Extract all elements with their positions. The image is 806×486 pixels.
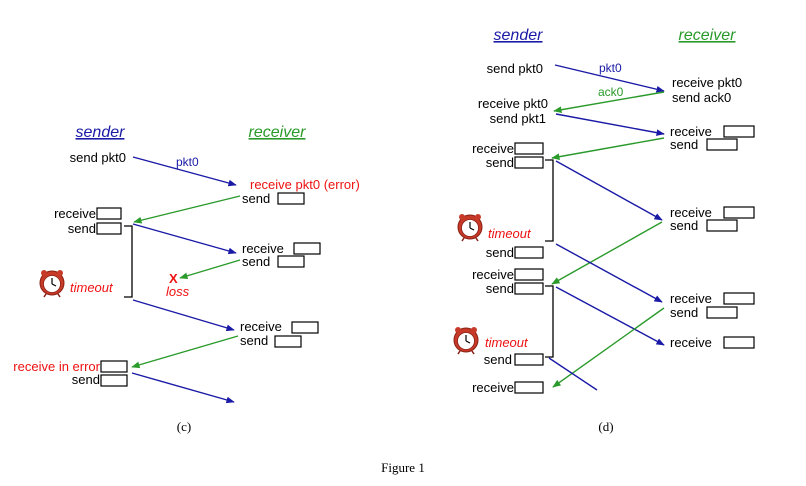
panel-d-sender-receive-1: receive (472, 141, 514, 156)
panel-d-timeout-bracket-1 (545, 159, 554, 242)
panel-d-msg-pkt0: pkt0 (599, 61, 622, 75)
panel-d-receiver-receive-pkt0: receive pkt0 (672, 75, 742, 90)
panel-c-caption: (c) (177, 419, 191, 434)
panel-d-receiver-receive-4-box (723, 336, 755, 349)
panel-d-receiver-receive-3: receive (670, 291, 712, 306)
panel-c-receiver-send-1: send (242, 191, 270, 206)
panel-c-sender-send-2-box (100, 374, 128, 387)
panel-c-sender-receive-1-box (96, 207, 122, 220)
panel-d-sender-receive-2-box (514, 268, 544, 281)
panel-c-receiver-receive-2-box (293, 242, 321, 255)
panel-d-receiver-receive-2-box (723, 206, 755, 219)
panel-d-sender-send-2: send (486, 245, 514, 260)
panel-d-sender-receive-3: receive (472, 380, 514, 395)
panel-d-sender-receive-3-box (514, 381, 544, 394)
panel-c-arrow-resend (132, 223, 237, 255)
panel-d-timeout-2: timeout (485, 335, 529, 350)
panel-d-receiver-receive-2: receive (670, 205, 712, 220)
panel-d-receiver-send-3: send (670, 305, 698, 320)
panel-d-receiver-receive-3-box (723, 292, 755, 305)
panel-c-receiver-receive-2: receive (242, 241, 284, 256)
panel-d-arrow-pkt3-retransmit (548, 357, 598, 391)
panel-c-receiver-receive-3: receive (240, 319, 282, 334)
panel-c-receiver-receive-3-box (291, 321, 319, 334)
panel-c-loss: loss (166, 284, 190, 299)
panel-c-receiver-send-3: send (240, 333, 268, 348)
panel-c-sender-title: sender (76, 124, 126, 141)
panel-c-loss-x: X (169, 271, 178, 286)
panel-c-sender-receive-in-error: receive in error (13, 359, 100, 374)
panel-c-sender-send-1-box (96, 222, 122, 235)
panel-d-sender-send-4: send (484, 352, 512, 367)
panel-c-sender-send-pkt0: send pkt0 (70, 150, 126, 165)
panel-d-receiver-send-2-box (706, 219, 738, 232)
panel-d-receiver-send-ack0: send ack0 (672, 90, 731, 105)
panel-d-receiver-send-2: send (670, 218, 698, 233)
panel-c-sender-receive-1: receive (54, 206, 96, 221)
panel-d-receiver-send-1-box (706, 138, 738, 151)
panel-c-receiver-send-2: send (242, 254, 270, 269)
panel-c-receiver-title: receiver (249, 124, 307, 141)
panel-c-receiver-send-1-box (277, 192, 305, 205)
panel-c-sender-send-1: send (68, 221, 96, 236)
panel-d-sender-send-3-box (514, 282, 544, 295)
panel-d-sender-send-1: send (486, 155, 514, 170)
panel-c-arrow-pkt0 (132, 156, 237, 187)
panel-d-arrow-pkt2-retransmit (555, 243, 663, 303)
panel-d-arrow-pkt2 (555, 160, 663, 221)
panel-d-sender-send-1-box (514, 156, 544, 169)
panel-d-receiver-title: receiver (679, 27, 737, 44)
panel-d-receiver-send-1: send (670, 137, 698, 152)
panel-d-arrow-pkt1 (555, 113, 665, 136)
panel-c-arrow-ack-lost (179, 259, 241, 280)
panel-c-timeout-bracket (124, 225, 133, 298)
panel-c-msg-pkt0: pkt0 (176, 155, 199, 169)
panel-c-arrow-nak (133, 195, 241, 224)
panel-c-sender-receive-in-error-box (100, 360, 128, 373)
panel-d-timeout-bracket-2 (545, 285, 554, 358)
panel-d-sender-receive-pkt0: receive pkt0 (478, 96, 548, 111)
panel-d-receiver-send-3-box (706, 306, 738, 319)
panel-c-sender-send-2: send (72, 372, 100, 387)
panel-c-alarm-clock-icon (39, 269, 65, 298)
panel-c-receiver-send-2-box (277, 255, 305, 268)
panel-d: sender receiver send pkt0 receive pkt0 s… (453, 27, 755, 434)
panel-d-receiver-receive-1-box (723, 125, 755, 138)
panel-c-timeout: timeout (70, 280, 114, 295)
panel-d-sender-send-4-box (514, 353, 544, 366)
panel-d-sender-title: sender (494, 27, 544, 44)
figure-caption: Figure 1 (381, 460, 425, 475)
panel-d-caption: (d) (598, 419, 613, 434)
panel-d-arrow-pkt3 (555, 286, 665, 346)
panel-c-arrow-retransmit (132, 299, 235, 332)
panel-c: sender receiver send pkt0 receive send t… (13, 124, 360, 434)
panel-d-arrow-ack2 (551, 221, 663, 285)
panel-c-receiver-send-3-box (274, 335, 302, 348)
panel-d-sender-send-pkt0: send pkt0 (487, 61, 543, 76)
panel-d-sender-receive-1-box (514, 142, 544, 155)
panel-d-arrow-ack1 (551, 137, 665, 160)
panel-d-sender-send-3: send (486, 281, 514, 296)
panel-d-receiver-receive-1: receive (670, 124, 712, 139)
panel-c-arrow-ack-corrupt (131, 335, 239, 369)
panel-d-timeout-1: timeout (488, 226, 532, 241)
panel-d-sender-send-pkt1: send pkt1 (490, 111, 546, 126)
panel-d-arrow-ack0 (553, 91, 665, 114)
panel-d-sender-send-2-box (514, 246, 544, 259)
panel-d-arrow-ack-dup (552, 307, 665, 388)
panel-c-arrow-final (131, 372, 235, 404)
panel-c-receiver-receive-pkt0-error: receive pkt0 (error) (250, 177, 360, 192)
panel-d-arrow-pkt0 (554, 64, 665, 93)
panel-d-alarm-clock-icon-1 (457, 213, 483, 242)
panel-d-msg-ack0: ack0 (598, 85, 624, 99)
panel-d-receiver-receive-4: receive (670, 335, 712, 350)
panel-d-sender-receive-2: receive (472, 267, 514, 282)
panel-d-alarm-clock-icon-2 (453, 326, 479, 355)
